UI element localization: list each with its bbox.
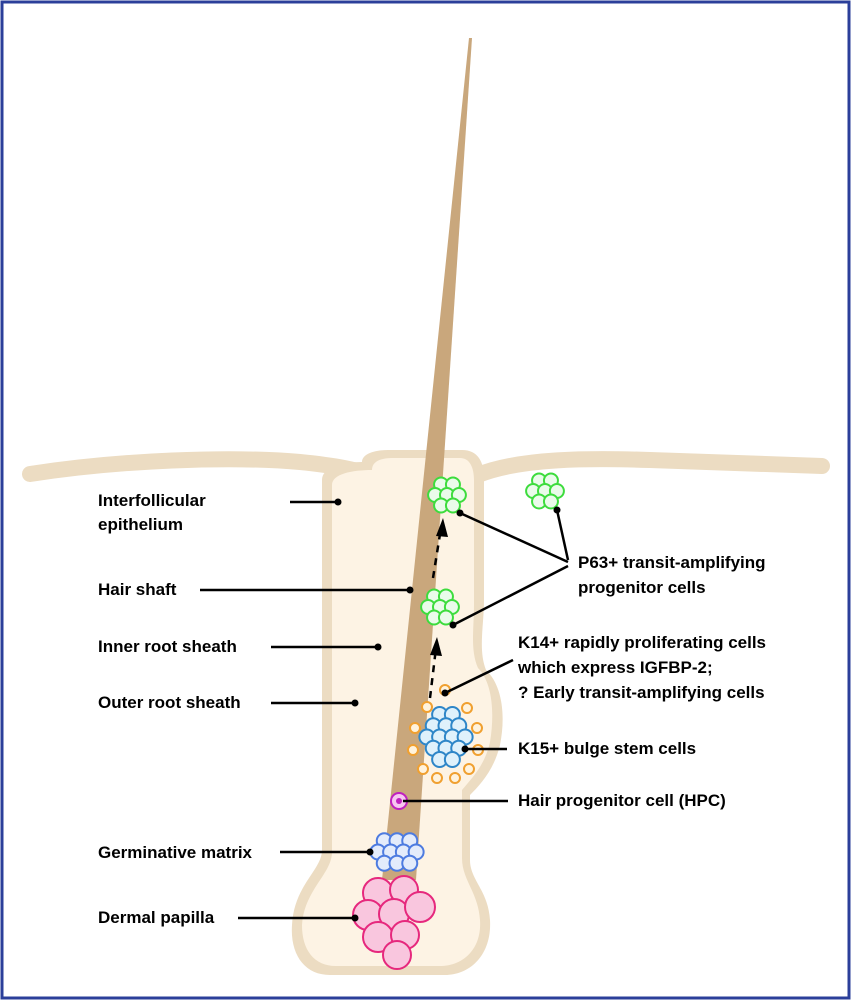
label-k14-line2: which express IGFBP-2; [517,658,713,677]
k14-cell [471,722,483,734]
label-hair-shaft: Hair shaft [98,580,177,599]
label-p63-line1: P63+ transit-amplifying [578,553,766,572]
leader-dots-left [334,498,414,922]
p63-cell-cluster-lower [420,588,460,626]
dermal-papilla-cell [382,940,412,970]
leader-lines-right [403,509,570,803]
k14-cell [463,763,475,775]
label-k14-line3: ? Early transit-amplifying cells [518,683,765,702]
label-outer-root-sheath: Outer root sheath [98,693,241,712]
p63-cell [542,493,559,510]
dermal-papilla-cells [352,875,436,970]
label-k15: K15+ bulge stem cells [518,739,696,758]
label-interfollicular-line2: epithelium [98,515,183,534]
leader-dots-right [441,506,561,753]
arrowhead-lower [430,637,442,656]
p63-cell-cluster-upper [427,476,467,514]
germinative-matrix-cells [369,832,425,872]
k14-cell [409,722,421,734]
k14-cell [421,701,433,713]
p63-cell [444,497,461,514]
k15-bulge-stem-cells [418,706,474,768]
label-germinative-matrix: Germinative matrix [98,843,253,862]
p63-cell-cluster-skin [525,472,565,510]
label-hpc: Hair progenitor cell (HPC) [518,791,726,810]
label-k14-line1: K14+ rapidly proliferating cells [518,633,766,652]
k15-cell [443,751,461,768]
label-dermal-papilla: Dermal papilla [98,908,215,927]
k14-cell [461,702,473,714]
k14-cell [407,744,419,756]
k14-cell [449,772,461,784]
dermal-papilla-cell [404,891,436,923]
migration-arrows [428,527,443,699]
follicle-outer [291,450,503,975]
label-p63-line2: progenitor cells [578,578,706,597]
k14-cell [417,763,429,775]
leader-lines-left [200,500,410,920]
k14-proliferating-cells [407,684,484,784]
label-interfollicular-line1: Interfollicular [98,491,206,510]
p63-cell [437,609,454,626]
k14-cell [431,772,443,784]
hair-shaft [382,38,472,880]
germinative-matrix-cell [401,854,419,872]
arrowhead-upper [436,518,448,537]
label-inner-root-sheath: Inner root sheath [98,637,237,656]
